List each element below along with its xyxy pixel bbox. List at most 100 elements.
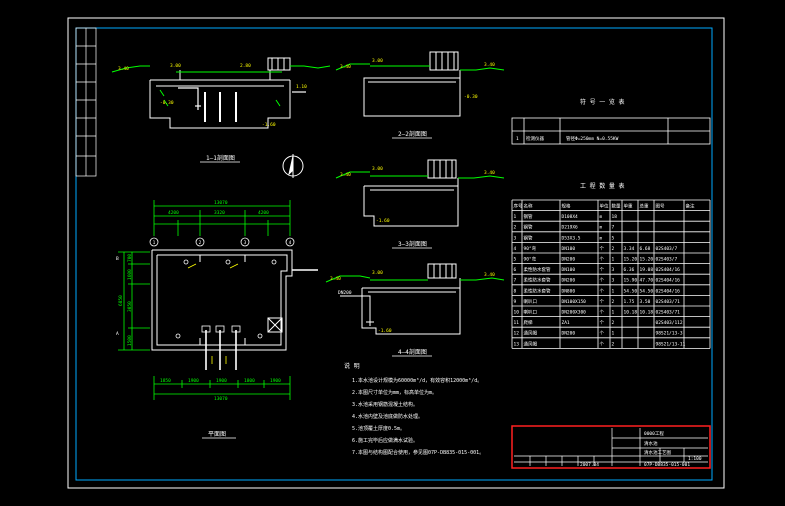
note-1: 1.本水池设计规模为60000m³/d，有效容积12000m³/d。 (352, 377, 482, 384)
s2-elev-2: 3.00 (372, 58, 383, 64)
materials-row-cell: DN100 (562, 246, 576, 252)
outer-frame (67, 17, 725, 489)
materials-row-cell: DN200 (562, 257, 576, 263)
materials-row-cell: 2 (612, 299, 615, 305)
materials-row-cell: 19.08 (640, 267, 654, 273)
section-1-1: 3.40 3.00 2.80 1.10 -0.30 -1.60 1—1剖面图 (111, 57, 331, 163)
note-3: 3.水池采用钢筋混凝土结构。 (352, 401, 418, 408)
materials-row-cell: 2 (612, 341, 615, 347)
materials-row-cell: 54.50 (640, 288, 654, 294)
plan-dim-left-1: 700 (127, 254, 133, 262)
s4-title: 4—4剖面图 (398, 348, 427, 356)
section-4-4: 3.40 3.00 3.40 -1.60 DN200 4—4剖面图 (325, 263, 505, 357)
materials-row-cell: 柔性防水套管 (524, 266, 551, 273)
legend-row1-name: 检测仪器 (526, 135, 544, 142)
s4-pipe-label: DN200 (338, 290, 352, 296)
plan-view: 13070 4200 3320 4200 1 2 3 4 6850 700 16… (116, 200, 318, 439)
materials-row-cell: 98S21/13-11 (656, 341, 686, 347)
binding-strip (75, 27, 97, 177)
materials-row-cell: 02S404/16 (656, 267, 681, 273)
materials-row-cell: 7 (514, 278, 517, 284)
materials-row-cell: D53X3.5 (562, 235, 581, 241)
legend-row1-no: 1 (516, 136, 519, 142)
plan-axis-3: 3 (244, 240, 247, 246)
materials-row-cell: ZA1 (562, 320, 570, 326)
tb-project: 0000工程 (644, 430, 664, 437)
materials-row-cell: 54.50 (624, 288, 638, 294)
materials-row-cell: 爬梯 (524, 319, 533, 326)
north-arrow-icon (282, 154, 304, 178)
s1-title: 1—1剖面图 (206, 154, 235, 162)
materials-row-cell: 1.75 (624, 299, 635, 305)
tb-drawing-name: 清水池工艺图 (644, 449, 671, 456)
materials-row-cell: DN100X150 (562, 299, 587, 305)
s3-title: 3—3剖面图 (398, 240, 427, 248)
materials-row-cell: 7 (612, 225, 615, 231)
materials-row-cell: m (600, 226, 603, 231)
s3-elev-3: 3.40 (484, 170, 495, 176)
plan-axis-2: 2 (199, 240, 202, 246)
materials-row-cell: 6.36 (624, 267, 635, 273)
materials-row-cell: 个 (600, 320, 605, 326)
s4-elev-3: 3.40 (484, 272, 495, 278)
materials-row-cell: 02S404/16 (656, 288, 681, 294)
plan-dim-top-total: 13070 (214, 200, 228, 206)
materials-row-cell: 18 (612, 214, 618, 220)
materials-row-cell: 喇叭口 (524, 298, 538, 305)
plan-dim-bot-2: 1900 (188, 378, 199, 384)
materials-row-cell: 1 (514, 214, 517, 220)
materials-row-cell: DN100 (562, 267, 576, 273)
s1-elev-4: 1.10 (296, 84, 307, 90)
legend-table: 符 号 一 览 表 1 检测仪器 管径Φ=250mm N=0.55KW (511, 98, 711, 145)
materials-row-cell: 1 (612, 288, 615, 294)
inner-frame (75, 27, 713, 481)
materials-row-cell: 2 (514, 225, 517, 231)
materials-row-cell: 8 (514, 288, 517, 294)
materials-row-cell: 15.20 (624, 257, 638, 263)
materials-header-cell: 图号 (656, 204, 665, 210)
plan-dim-bot-1: 1850 (160, 378, 171, 384)
materials-row-cell: 10.18 (624, 310, 638, 316)
materials-row-cell: 2 (612, 246, 615, 252)
note-4: 4.水池内壁及池底做防水处理。 (352, 413, 423, 420)
note-5: 5.池顶覆土厚度0.5m。 (352, 425, 405, 432)
materials-row-cell: 15.20 (640, 257, 654, 263)
materials-row-cell: 10 (514, 310, 520, 316)
plan-axis-4: 4 (289, 240, 292, 246)
materials-row-cell: 钢管 (524, 234, 533, 241)
materials-row-cell: 个 (600, 278, 605, 284)
materials-row-cell: m (600, 215, 603, 220)
plan-dim-bot-3: 1900 (216, 378, 227, 384)
materials-header-cell: 序号 (514, 203, 523, 210)
materials-row-cell: 喇叭口 (524, 309, 538, 316)
legend-title: 符 号 一 览 表 (580, 98, 624, 106)
materials-row-cell: 3.34 (624, 246, 635, 252)
s1-elev-3: 2.80 (240, 63, 251, 69)
materials-row-cell: 个 (600, 257, 605, 263)
materials-row-cell: 个 (600, 288, 605, 294)
materials-header-cell: 备注 (686, 203, 695, 210)
materials-row-cell: 个 (600, 331, 605, 337)
materials-row-cell: 10.18 (640, 310, 654, 316)
materials-row-cell: 个 (600, 341, 605, 347)
s4-elev-1: 3.40 (330, 276, 341, 282)
materials-row-cell: 90°弯 (524, 256, 537, 263)
materials-row-cell: D108X4 (562, 214, 579, 220)
plan-dim-bot-5: 1900 (270, 378, 281, 384)
plan-dim-left-2: 1600 (127, 269, 133, 280)
materials-row-cell: 钢管 (524, 213, 533, 220)
materials-row-cell: 02S403/7 (656, 257, 678, 263)
plan-dim-bot-total: 13070 (214, 396, 228, 402)
tb-drawing-no: 07P-DB835-015-001 (644, 462, 690, 468)
s1-elev-6: -1.60 (262, 122, 276, 128)
materials-row-cell: DN200 (562, 278, 576, 284)
materials-row-cell: D219X6 (562, 225, 579, 231)
materials-row-cell: 12 (514, 331, 520, 337)
materials-row-cell: 个 (600, 310, 605, 316)
plan-dim-left-total: 6850 (118, 295, 124, 306)
design-notes: 说 明 1.本水池设计规模为60000m³/d，有效容积12000m³/d。 2… (344, 362, 484, 456)
materials-title: 工 程 数 量 表 (580, 182, 624, 190)
materials-row-cell: 柔性防水套管 (524, 277, 551, 284)
